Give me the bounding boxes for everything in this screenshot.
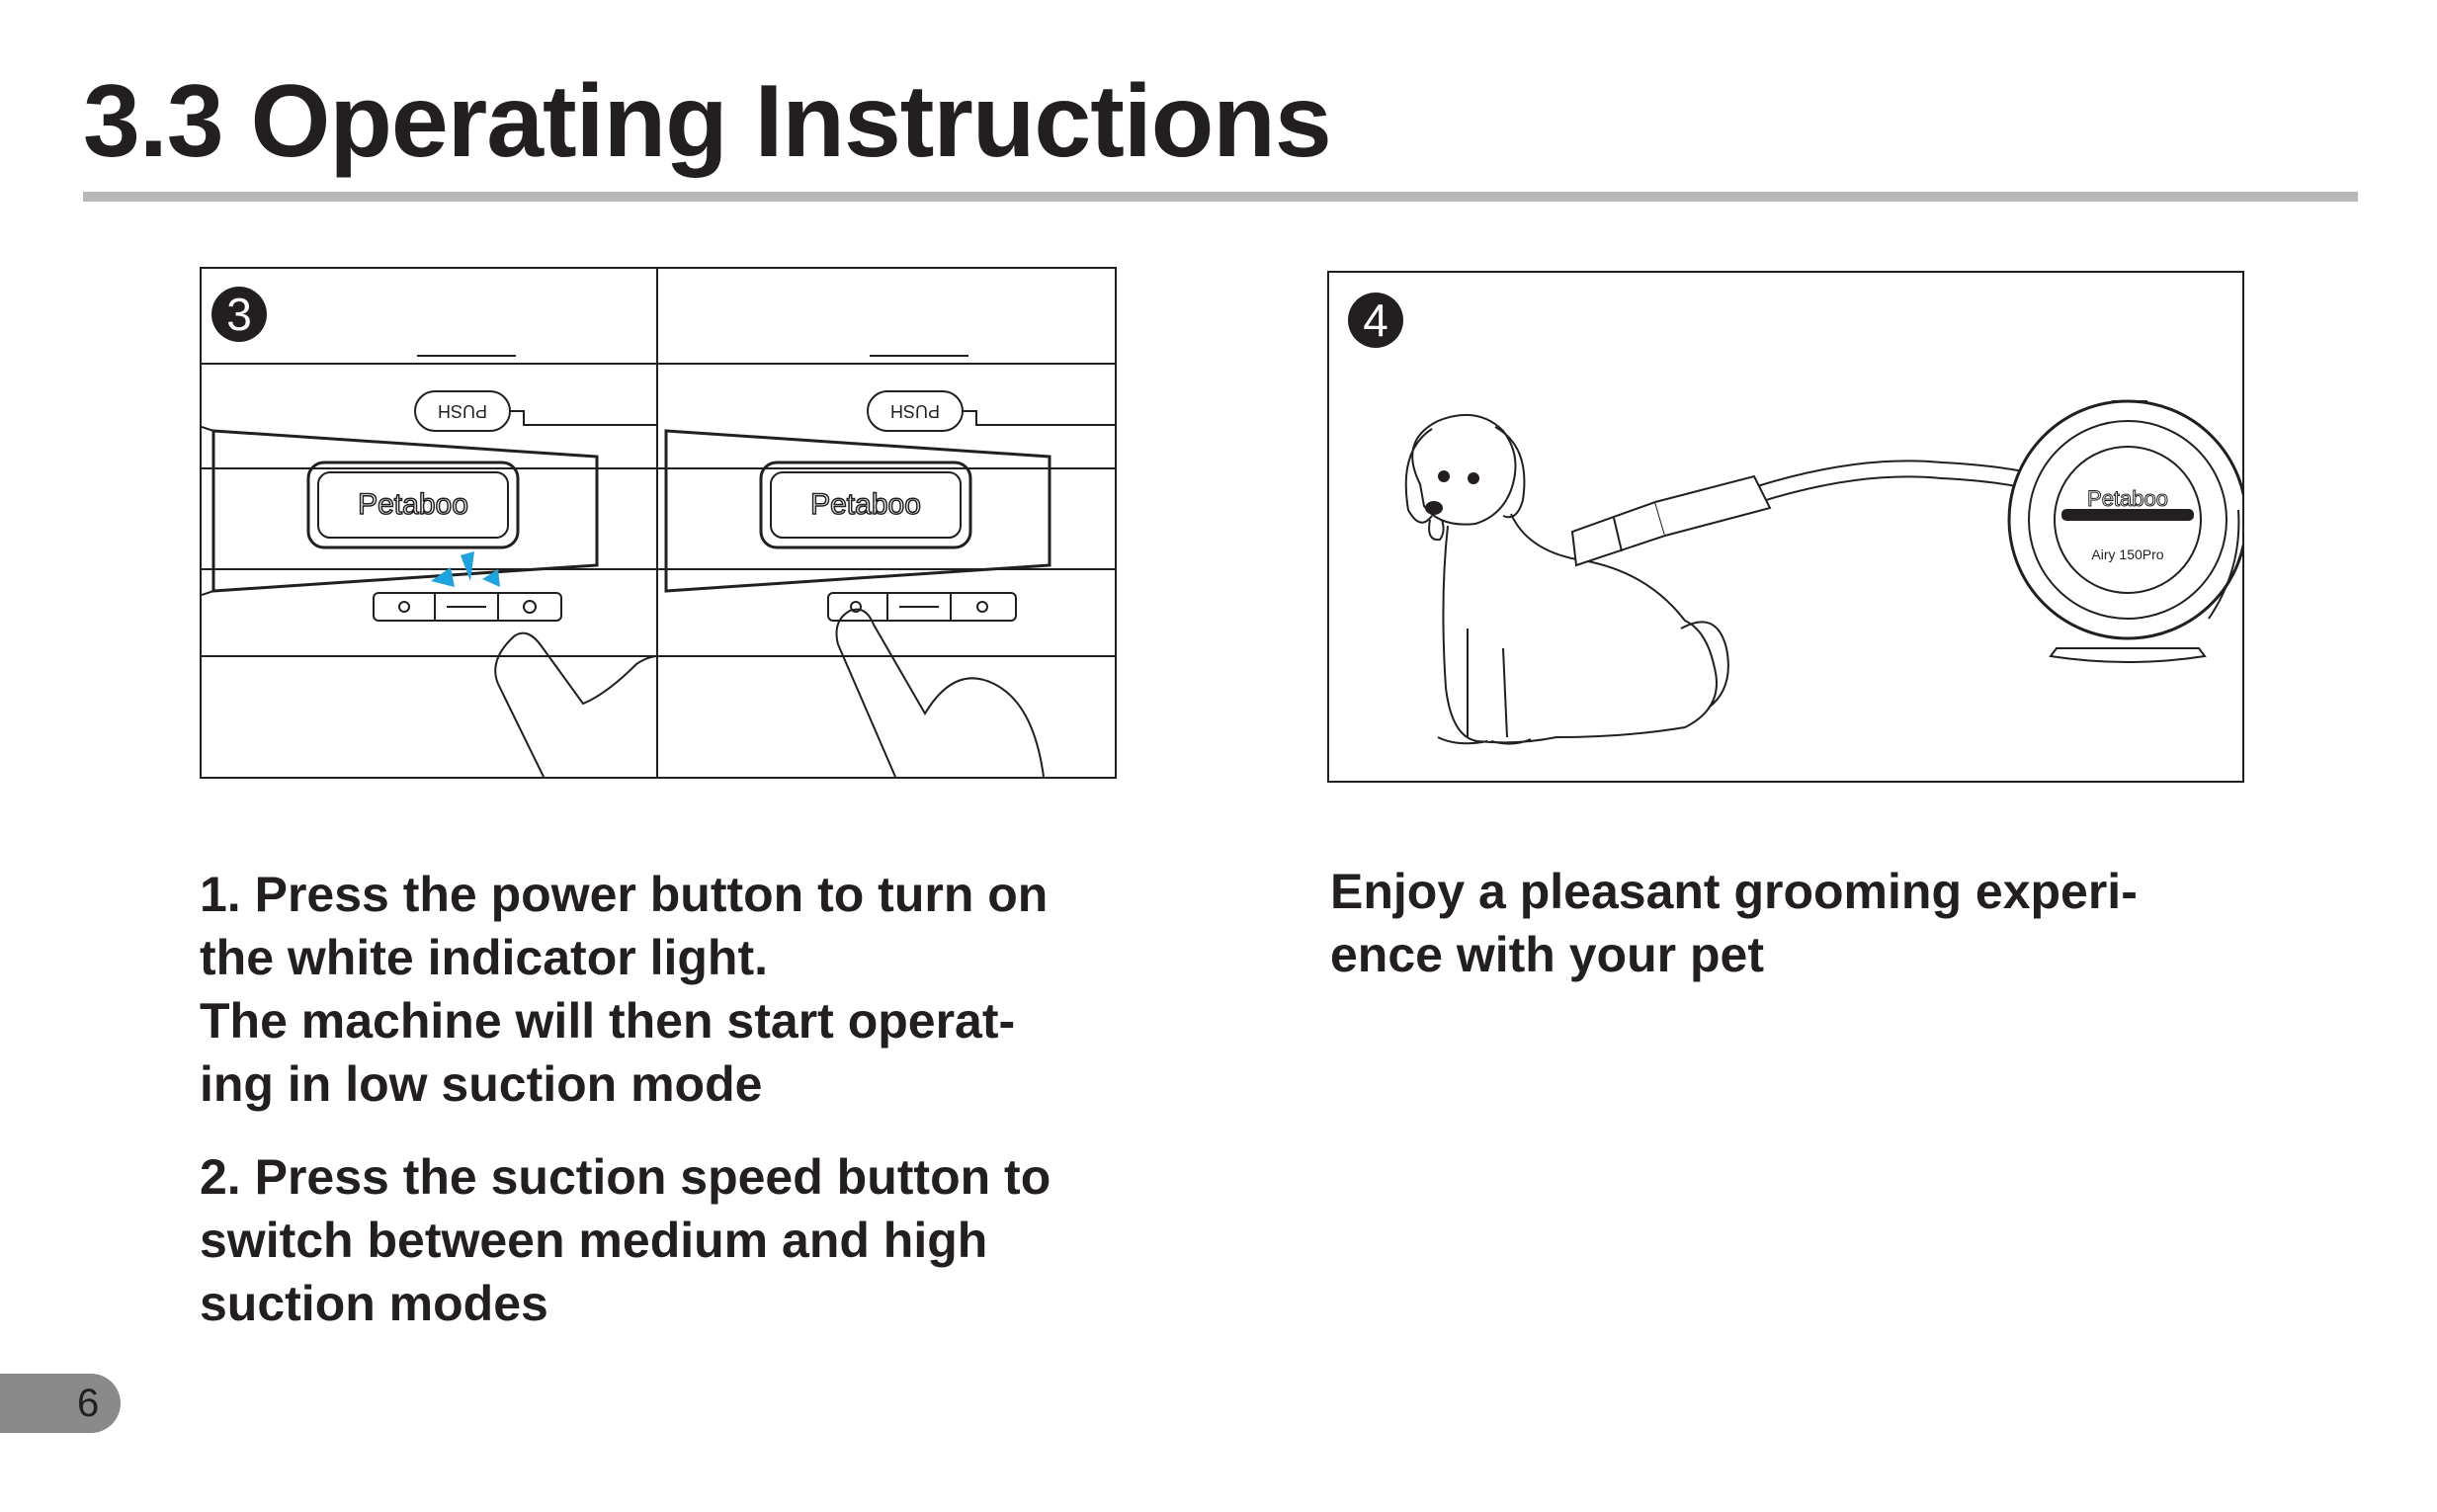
push-label: PUSH: [438, 401, 487, 421]
brand-label: Petaboo: [810, 488, 921, 521]
instructions-right: Enjoy a pleasant grooming experi- ence w…: [1330, 860, 2279, 1016]
step-badge-3: 3: [211, 287, 267, 342]
instruction-speed: 2. Press the suction speed button to swi…: [200, 1145, 1148, 1335]
machine-model-label: Airy 150Pro: [2091, 546, 2163, 562]
dog-leg-front: [1467, 629, 1508, 738]
figure-step3-speed: PUSH Petaboo: [656, 267, 1117, 779]
illustration-power-press: PUSH Petaboo: [202, 355, 658, 777]
instruction-line: 1. Press the power button to turn on: [200, 867, 1049, 922]
instruction-line: suction modes: [200, 1276, 548, 1331]
step-badge-4: 4: [1348, 293, 1403, 348]
instruction-power: 1. Press the power button to turn on the…: [200, 863, 1148, 1116]
machine-stand: [2049, 647, 2207, 663]
instruction-line: ence with your pet: [1330, 927, 1764, 982]
nozzle: [1570, 500, 1667, 567]
dog-tail: [1680, 621, 1729, 709]
dog-body: [1442, 513, 1718, 744]
page-number: 6: [77, 1382, 100, 1425]
dog-tongue: [1428, 519, 1445, 542]
machine-handle: [2208, 509, 2240, 620]
instruction-line: 2. Press the suction speed button to: [200, 1149, 1051, 1205]
instructions-left: 1. Press the power button to turn on the…: [200, 863, 1148, 1365]
push-label: PUSH: [890, 401, 940, 421]
indicator-ray-mid: [461, 551, 474, 581]
instruction-line: the white indicator light.: [200, 930, 768, 985]
page-number-tab: [0, 1374, 121, 1433]
instruction-line: ing in low suction mode: [200, 1056, 763, 1112]
figure-step3-power: PUSH Petaboo: [200, 267, 660, 779]
figure-step4-grooming: Petaboo Airy 150Pro: [1327, 271, 2244, 783]
indicator-ray-right: [482, 569, 500, 587]
instruction-enjoy: Enjoy a pleasant grooming experi- ence w…: [1330, 860, 2279, 986]
instruction-line: Enjoy a pleasant grooming experi-: [1330, 864, 2138, 919]
dog-head: [1411, 414, 1517, 526]
title-divider: [83, 192, 2358, 202]
dog-ear-left: [1404, 428, 1433, 524]
illustration-speed-press: PUSH Petaboo: [658, 355, 1115, 777]
instruction-line: switch between medium and high: [200, 1213, 988, 1268]
indicator-ray-left: [431, 567, 455, 587]
instruction-line: The machine will then start operat-: [200, 993, 1016, 1049]
machine-brand-label: Petaboo: [2087, 486, 2168, 511]
brand-label: Petaboo: [358, 488, 468, 521]
page-title: 3.3 Operating Instructions: [83, 64, 1332, 179]
illustration-dog-grooming: Petaboo Airy 150Pro: [1404, 399, 2242, 745]
